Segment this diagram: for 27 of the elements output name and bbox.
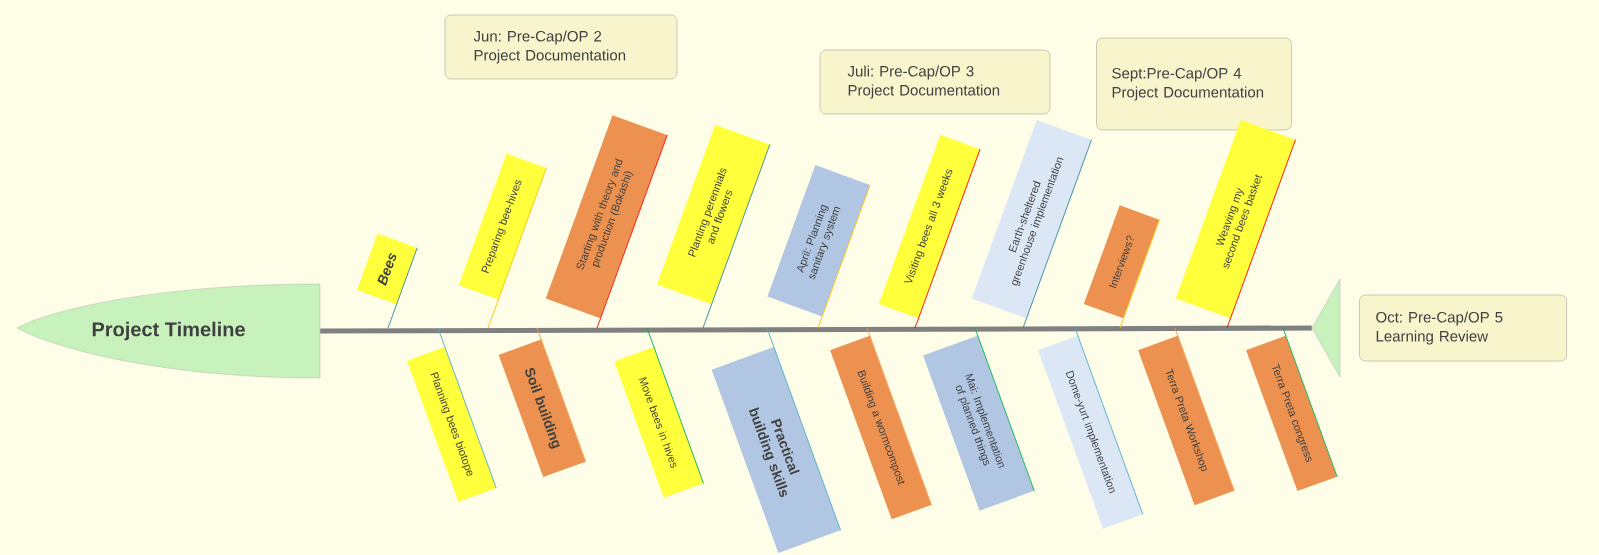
branch-line — [1074, 327, 1144, 515]
branch-line — [914, 148, 981, 329]
fishbone-head: Project Timeline — [16, 283, 321, 379]
branch-line — [1022, 139, 1092, 329]
spine-line — [320, 325, 1312, 334]
branch-line — [646, 327, 704, 484]
branch-line — [974, 327, 1035, 492]
branch-box: Move bees in hives — [614, 347, 704, 498]
branch-line — [766, 327, 842, 531]
branch-line — [1174, 327, 1235, 492]
branch-box: Bees — [357, 233, 417, 305]
milestone-callout: Jun: Pre-Cap/OP 2 Project Documentation — [444, 14, 678, 80]
branch-line — [596, 134, 668, 329]
branch-line — [1282, 327, 1338, 478]
branch-line — [1226, 139, 1296, 329]
milestone-callout: Sept:Pre-Cap/OP 4 Project Documentation — [1096, 37, 1292, 131]
branch-line — [387, 247, 418, 329]
branch-line — [536, 327, 587, 463]
branch-line — [866, 327, 932, 506]
branch-line — [487, 167, 547, 329]
branch-line — [817, 184, 871, 329]
milestone-callout: Oct: Pre-Cap/OP 5 Learning Review — [1359, 294, 1567, 362]
branch-line — [437, 327, 497, 489]
branch-line — [702, 143, 771, 329]
fishbone-tail — [1311, 278, 1341, 378]
branch-line — [1119, 219, 1160, 329]
milestone-callout: Juli: Pre-Cap/OP 3 Project Documentation — [819, 49, 1051, 115]
